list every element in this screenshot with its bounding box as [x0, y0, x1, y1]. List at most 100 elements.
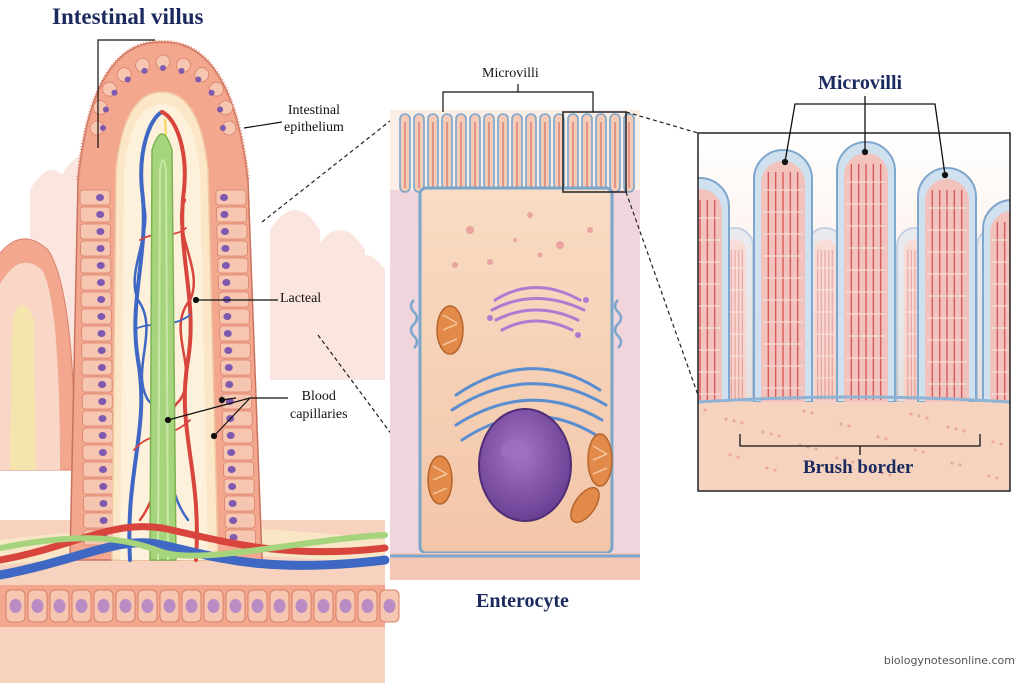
epithelial-nucleus [97, 364, 106, 371]
epithelial-cell [81, 393, 113, 410]
cytoplasm-granule [876, 435, 880, 439]
epithelial-nucleus [98, 398, 107, 405]
epithelial-cell [224, 495, 256, 512]
epithelial-nucleus [99, 517, 108, 524]
cytoplasm-granule [888, 473, 892, 477]
epithelial-cell [79, 206, 111, 223]
epithelial-cell [80, 257, 112, 274]
epithelial-cell [223, 461, 255, 478]
basal-cell-nucleus [317, 599, 330, 613]
cytoplasm-granule [917, 414, 921, 418]
epithelial-nucleus [224, 347, 233, 354]
basal-cell-nucleus [207, 599, 220, 613]
cytoplasm-granule [769, 432, 773, 436]
basal-cell-nucleus [339, 599, 352, 613]
tip-nucleus [160, 65, 166, 71]
label-blood-capillaries: Blood capillaries [290, 388, 348, 424]
epithelial-nucleus [225, 381, 234, 388]
base-vessels [0, 523, 390, 580]
cytoplasm-granule [851, 460, 855, 464]
cytoplasm-granule [703, 408, 707, 412]
site-credit: biologynotesonline.com [883, 654, 1015, 667]
cytoplasm-granule [802, 409, 806, 413]
cytoplasm-granule [765, 466, 769, 470]
epithelial-cell [216, 223, 248, 240]
epithelial-nucleus [223, 330, 232, 337]
basal-cell-nucleus [251, 599, 264, 613]
cytoplasm-granule [810, 411, 814, 415]
epithelial-cell [80, 308, 112, 325]
tip-nucleus [178, 67, 185, 74]
golgi-apparatus [487, 286, 589, 338]
cytoplasm-granule [962, 429, 966, 433]
epithelial-cell [220, 376, 252, 393]
cytoplasm-granule [995, 476, 999, 480]
cytoplasm-granule [872, 469, 876, 473]
epithelial-nucleus [229, 517, 238, 524]
villus-brush-border [76, 39, 250, 181]
label-microvilli-top: Microvilli [482, 66, 539, 81]
epithelial-cell [80, 240, 111, 257]
cytoplasm-granule [761, 430, 765, 434]
cytoplasm-granule [732, 419, 736, 423]
epithelial-cell [82, 461, 114, 478]
epithelial-cell [79, 189, 111, 206]
cytoplasm-granule [921, 450, 925, 454]
tip-nucleus [111, 89, 118, 96]
epithelial-nucleus [97, 347, 106, 354]
cytoplasm-granule [999, 442, 1003, 446]
tip-nucleus [102, 106, 109, 113]
epithelial-cell [224, 512, 256, 529]
epithelial-nucleus [98, 432, 107, 439]
basal-epithelium [0, 585, 400, 627]
enterocyte-illustration [390, 110, 640, 580]
cytoplasm-granule [880, 471, 884, 475]
tip-nucleus [220, 125, 226, 131]
basal-cell-nucleus [163, 599, 176, 613]
vesicles [452, 212, 593, 268]
epithelial-nucleus [222, 279, 231, 286]
epithelial-nucleus [99, 500, 108, 507]
tip-nucleus [208, 89, 215, 96]
basal-cell-nucleus [97, 599, 110, 613]
epithelial-nucleus [96, 194, 104, 201]
title-intestinal-villus: Intestinal villus [52, 4, 204, 29]
epithelial-cell [81, 376, 113, 393]
epithelial-cell [81, 325, 112, 342]
epithelial-cell [216, 206, 247, 223]
cytoplasm-granule [991, 440, 995, 444]
epithelial-nucleus [229, 534, 238, 541]
epithelial-cell [215, 189, 247, 206]
epithelial-cell [82, 444, 114, 461]
cytoplasm-granule [777, 434, 781, 438]
microvilli-bracket-zoom [781, 96, 949, 179]
villus-illustration [0, 39, 400, 683]
label-epithelium-line1: Intestinal [287, 103, 340, 118]
epithelial-nucleus [220, 211, 229, 218]
mitochondria [427, 305, 613, 524]
front-microvillus-core [698, 189, 722, 402]
cytoplasm-granule [736, 455, 740, 459]
epithelial-cell [217, 257, 249, 274]
epithelial-nucleus [96, 245, 105, 252]
cytoplasm-granule [950, 461, 954, 465]
tip-nucleus [195, 76, 202, 83]
label-blood-line2: capillaries [290, 407, 348, 422]
label-blood-line1: Blood [301, 389, 336, 404]
cytoplasm-granule [814, 447, 818, 451]
epithelial-cell [79, 223, 111, 240]
epithelial-cell [220, 359, 252, 376]
epithelial-nucleus [97, 313, 106, 320]
epithelial-nucleus [96, 228, 105, 235]
epithelial-cell [82, 478, 114, 495]
epithelial-nucleus [96, 262, 105, 269]
epithelial-cell [83, 512, 115, 529]
epithelial-nucleus [220, 228, 229, 235]
cytoplasm-granule [925, 416, 929, 420]
epithelial-nucleus [98, 381, 107, 388]
epithelial-cell [218, 308, 250, 325]
cytoplasm-granule [884, 437, 888, 441]
tip-nucleus [100, 125, 106, 131]
zoom-panel-frame [697, 132, 1011, 492]
